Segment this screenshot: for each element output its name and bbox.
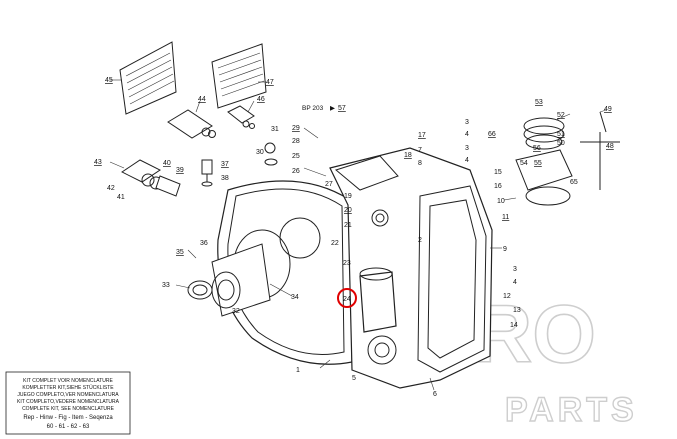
part-num-21: 21 <box>344 222 352 229</box>
part-num-48: 48 <box>606 143 614 150</box>
part-num-10: 10 <box>497 198 505 205</box>
part-num-29: 29 <box>292 125 300 132</box>
highlight-circle <box>337 288 357 308</box>
plug-46 <box>227 105 255 129</box>
part-num-11: 11 <box>502 214 509 221</box>
part-num-19: 19 <box>344 193 352 200</box>
kit-line-4: KIT COMPLETO,VEDERE NOMENCLATURA <box>17 399 120 405</box>
kit-line-2: KOMPLETTER KIT,SIEHE STÜCKLISTE <box>22 384 114 391</box>
part-num-27: 27 <box>325 181 333 188</box>
part-num-35: 35 <box>176 249 184 256</box>
kit-line-5: COMPLETE KIT, SEE NOMENCLATURE <box>22 406 115 412</box>
bp-label: BP 203 <box>302 105 324 112</box>
part-num-42: 42 <box>107 185 115 192</box>
part-num-38: 38 <box>221 175 229 182</box>
part-num-52: 52 <box>557 112 565 119</box>
washer-31 <box>264 158 278 166</box>
filter-24 <box>359 267 397 333</box>
part-num-50: 50 <box>557 140 565 147</box>
part-num-13: 13 <box>513 307 521 314</box>
part-num-56: 56 <box>533 145 541 152</box>
part-num-14: 14 <box>510 322 518 329</box>
bp-ref: 57 <box>338 105 346 112</box>
svg-text:▶: ▶ <box>330 105 336 112</box>
part-num-39: 39 <box>176 167 184 174</box>
part-num-37: 37 <box>221 161 229 168</box>
part-num-18: 18 <box>404 152 412 159</box>
part-num-26: 26 <box>292 168 300 175</box>
part-num-3: 3 <box>465 119 469 126</box>
valve-44 <box>167 109 216 139</box>
bp-reference: BP 203 ▶ 57 <box>302 105 346 112</box>
part-num-43: 43 <box>94 159 102 166</box>
part-num-3c: 3 <box>513 266 517 273</box>
part-num-17: 17 <box>418 132 426 139</box>
part-num-15: 15 <box>494 169 502 176</box>
part-num-22: 22 <box>331 240 339 247</box>
part-num-54: 54 <box>520 160 528 167</box>
part-num-55: 55 <box>534 160 542 167</box>
fitting-40-42 <box>121 159 181 197</box>
part-num-3b: 3 <box>465 145 469 152</box>
part-num-16: 16 <box>494 183 502 190</box>
warning-sign-47 <box>211 43 267 109</box>
kit-line-1: KIT COMPLET VOIR NOMENCLATURE <box>23 378 113 384</box>
lever-49 <box>580 111 620 190</box>
part-num-45: 45 <box>105 77 113 84</box>
part-num-36: 36 <box>200 240 208 247</box>
part-num-7: 7 <box>418 147 422 154</box>
part-num-34: 34 <box>291 294 299 301</box>
part-num-25: 25 <box>292 153 300 160</box>
part-num-2: 2 <box>418 237 422 244</box>
part-num-49: 49 <box>604 106 612 113</box>
part-num-53: 53 <box>535 99 543 106</box>
output-shaft-32 <box>211 243 271 317</box>
part-num-63: 65 <box>570 179 578 186</box>
leader-lines <box>109 79 607 391</box>
part-num-51: 51 <box>557 131 565 138</box>
part-num-64: 66 <box>488 131 496 138</box>
seal-33 <box>187 280 213 300</box>
kit-line-3: JUEGO COMPLETO,VER NOMENCLATURA <box>17 392 119 398</box>
part-num-6: 6 <box>433 391 437 398</box>
part-num-24: 24 <box>343 296 351 303</box>
part-num-4c: 4 <box>513 279 517 286</box>
part-num-8: 8 <box>418 160 422 167</box>
part-num-30: 30 <box>256 149 264 156</box>
part-num-1: 1 <box>296 367 300 374</box>
part-num-33: 33 <box>162 282 170 289</box>
kit-box: KIT COMPLET VOIR NOMENCLATURE KOMPLETTER… <box>5 371 131 435</box>
part-num-9: 9 <box>503 246 507 253</box>
ring-30 <box>264 142 276 154</box>
part-num-31: 31 <box>271 126 279 133</box>
part-num-5: 5 <box>352 375 356 382</box>
watermark-line2: PARTS <box>505 391 638 429</box>
part-num-32: 32 <box>232 308 240 315</box>
part-num-44: 44 <box>198 96 206 103</box>
part-num-41: 41 <box>117 194 125 201</box>
part-num-4: 4 <box>465 131 469 138</box>
part-num-12: 12 <box>503 293 511 300</box>
part-num-46: 46 <box>257 96 265 103</box>
pump-assembly <box>515 117 573 206</box>
part-num-47: 47 <box>266 79 274 86</box>
part-num-23: 23 <box>343 260 351 267</box>
part-numbers: 45 44 47 46 31 30 29 28 25 26 43 42 41 4… <box>94 77 614 398</box>
part-num-40: 40 <box>163 160 171 167</box>
kit-sequence-values: 60 - 61 - 62 - 63 <box>47 424 90 430</box>
kit-sequence-header: Rep - Hinw - Fig - Item - Seqenza <box>23 415 113 421</box>
sensor-37 <box>201 159 213 187</box>
part-num-28: 28 <box>292 138 300 145</box>
part-num-20: 20 <box>344 207 352 214</box>
part-num-4b: 4 <box>465 157 469 164</box>
warning-sign-45 <box>119 41 177 115</box>
